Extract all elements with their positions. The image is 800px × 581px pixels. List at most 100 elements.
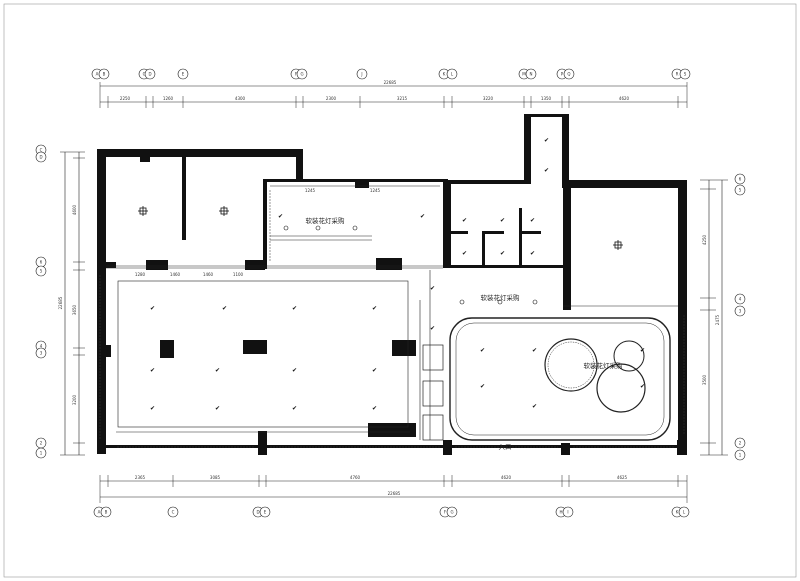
dim-label: 4620 (619, 96, 630, 101)
downlight-icon: ✔ (150, 367, 155, 374)
grid-label: C (143, 72, 146, 77)
dim-label: 3085 (210, 475, 221, 480)
dim-label: 3500 (702, 374, 707, 385)
grid-label: R (676, 72, 679, 77)
grid-label: F (444, 510, 447, 515)
downlight-icon: ✔ (292, 305, 297, 312)
lamp-icon (138, 206, 148, 216)
left-grid-labels: C D 6 5 4 3 2 1 (39, 148, 42, 456)
grid-label: 3 (40, 351, 43, 356)
thin-partitions (106, 185, 678, 440)
dim-label: 1350 (541, 96, 552, 101)
bottom-dimension-labels: 2365 3085 4760 4620 4625 (135, 475, 628, 480)
grid-label: D (39, 155, 42, 160)
lamp-icon (613, 240, 623, 250)
right-grid-labels: 6 5 4 3 2 1 (739, 177, 742, 458)
downlight-icon: ✔ (372, 305, 377, 312)
downlight-icon: ✔ (150, 305, 155, 312)
grid-label: J (360, 72, 362, 77)
dim-label: 1100 (233, 272, 244, 277)
grid-label: 6 (739, 177, 742, 182)
grid-label: D (148, 72, 151, 77)
grid-label: A (98, 510, 101, 515)
grid-label: C (172, 510, 175, 515)
grid-label: 5 (739, 188, 742, 193)
grid-label: K (443, 72, 446, 77)
inner-dimension-labels: 1245 1245 1280 1460 1460 1100 (135, 188, 381, 277)
grid-label: B (105, 510, 108, 515)
dim-label: 2365 (135, 475, 146, 480)
walls (97, 114, 687, 455)
downlight-icon: ✔ (278, 213, 283, 220)
grid-label: F (295, 72, 298, 77)
downlight-icon: ✔ (215, 367, 220, 374)
lamp-icon (219, 206, 229, 216)
downlight-icon: ✔ (544, 167, 549, 174)
downlight-icon: ✔ (222, 305, 227, 312)
grid-label: 2 (739, 441, 742, 446)
downlight-marks: ✔ ✔ ✔ ✔ ✔ ✔ ✔ ✔ ✔ ✔ ✔ ✔ ✔ ✔ ✔ ✔ ✔ ✔ ✔ ✔ … (150, 137, 645, 412)
downlight-icon: ✔ (544, 137, 549, 144)
grid-label: K (676, 510, 679, 515)
grid-label: G (300, 72, 303, 77)
grid-label: 1 (739, 453, 742, 458)
dim-label: 4600 (72, 204, 77, 215)
downlight-icon: ✔ (530, 217, 535, 224)
downlight-icon: ✔ (532, 347, 537, 354)
grid-label: E (264, 510, 267, 515)
overall-dimension-left: 22685 (58, 296, 63, 309)
lamp-purchase-label-upper: 软装花灯采购 (306, 216, 346, 225)
dim-label: 1280 (135, 272, 146, 277)
wall-hatching (99, 190, 685, 448)
dim-label: 2250 (120, 96, 131, 101)
top-grid-labels: A B C D E F G J K L M N P Q R S (96, 72, 687, 77)
downlight-icon: ✔ (462, 250, 467, 257)
right-grid-bubbles (734, 173, 746, 461)
grid-label: Q (567, 72, 570, 77)
downlight-icon: ✔ (530, 250, 535, 257)
downlight-icon: ✔ (430, 325, 435, 332)
dim-label: 4250 (702, 234, 707, 245)
downlight-icon: ✔ (640, 347, 645, 354)
grid-label: E (182, 72, 185, 77)
downlight-icon: ✔ (462, 217, 467, 224)
downlight-icon: ✔ (420, 213, 425, 220)
grid-label: 6 (40, 260, 43, 265)
dim-label: 1245 (305, 188, 316, 193)
dim-label: 1460 (170, 272, 181, 277)
overall-dimension-top: 22685 (384, 80, 397, 85)
grid-label: 3 (739, 309, 742, 314)
downlight-icon: ✔ (215, 405, 220, 412)
grid-label: M (522, 72, 526, 77)
bottom-grid-bubbles (93, 506, 690, 518)
dim-label: 4625 (617, 475, 628, 480)
top-grid-bubbles (91, 68, 691, 80)
dim-label: 4300 (235, 96, 246, 101)
grid-label: C (40, 148, 43, 153)
downlight-icon: ✔ (500, 217, 505, 224)
lamp-purchase-label-round: 软装花灯采购 (584, 361, 624, 370)
grid-label: G (450, 510, 453, 515)
downlight-icon: ✔ (480, 347, 485, 354)
top-dimension-labels: 2250 1260 4300 2300 3215 3220 1350 4620 (120, 96, 630, 101)
dim-label: 1245 (370, 188, 381, 193)
top-dimension-chain (99, 82, 688, 108)
dim-label: 3650 (72, 304, 77, 315)
grid-label: 2 (40, 441, 43, 446)
ceiling-lamp-symbols (138, 206, 623, 250)
grid-label: 1 (40, 451, 43, 456)
dim-label: 1460 (203, 272, 214, 277)
dim-label: 4620 (501, 475, 512, 480)
downlight-icon: ✔ (500, 250, 505, 257)
dim-label: 4760 (350, 475, 361, 480)
grid-label: D (256, 510, 259, 515)
left-dimension-labels: 4600 3650 3200 (72, 204, 77, 405)
grid-label: 4 (739, 297, 742, 302)
grid-label: A (96, 72, 99, 77)
grid-label: N (530, 72, 533, 77)
left-dimension-chain (60, 151, 85, 456)
downlight-icon: ✔ (430, 285, 435, 292)
downlight-icon: ✔ (640, 383, 645, 390)
lamp-purchase-label-mid: 软装花灯采购 (481, 293, 521, 302)
